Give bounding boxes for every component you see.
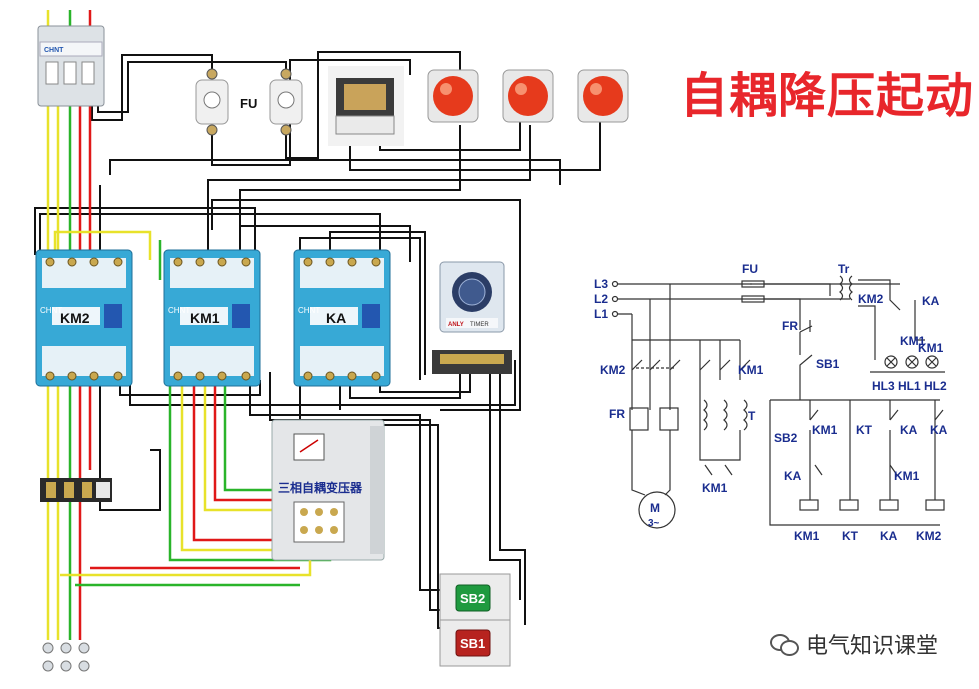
breaker-brand: CHNT <box>44 47 64 54</box>
thermal-overload-relay <box>40 478 112 502</box>
km1-hold-label: KM1 <box>812 423 838 437</box>
phase-label: L2 <box>594 292 608 306</box>
lamp-label: HL3 <box>872 379 895 393</box>
pushbutton-sb2: SB2 <box>439 573 511 625</box>
contactor-brand: CHNT <box>298 306 320 315</box>
fr-contact-label: FR <box>782 319 798 333</box>
button-label: SB1 <box>460 636 485 651</box>
ka-contact-label: KA <box>930 423 948 437</box>
ka-aux-label: KA <box>922 294 940 308</box>
coil-label: KT <box>842 529 859 543</box>
contactor-label: KM2 <box>60 310 90 326</box>
autotransformer-label: 三相自耦变压器 <box>278 480 363 495</box>
coil-label: KM1 <box>794 529 820 543</box>
watermark: 电气知识课堂 <box>770 628 938 660</box>
fr-label: FR <box>609 407 625 421</box>
motor-terminals <box>42 642 90 672</box>
contactor-brand: CHNT <box>40 306 62 315</box>
km2-main-label: KM2 <box>600 363 626 377</box>
fu-label: FU <box>240 96 257 111</box>
km1-main-label: KM1 <box>738 363 764 377</box>
km1-aux-label: KM1 <box>900 334 926 348</box>
watermark-text: 电气知识课堂 <box>806 634 939 659</box>
phase-label: L3 <box>594 277 608 291</box>
contactor-km1: CHNT KM1 <box>163 249 261 387</box>
timer-text: TIMER <box>470 322 489 328</box>
coil-label: KM2 <box>916 529 942 543</box>
contactor-brand: CHNT <box>168 306 190 315</box>
terminal-screws <box>45 257 381 381</box>
motor-sub-label: 3~ <box>648 518 660 529</box>
ka-contact-label: KA <box>900 423 918 437</box>
motor-label: M <box>650 501 660 515</box>
sb1-label: SB1 <box>816 357 840 371</box>
km2-aux-label: KM2 <box>858 292 884 306</box>
indicator-lamp <box>427 69 479 123</box>
contactor-km2: CHNT KM2 <box>35 249 133 387</box>
indicator-lamp <box>502 69 554 123</box>
sb2-label: SB2 <box>774 431 798 445</box>
t-label: T <box>748 409 756 423</box>
fu-schematic-label: FU <box>742 262 758 276</box>
lamp-label: HL2 <box>924 379 947 393</box>
lamp-label: HL1 <box>898 379 921 393</box>
page-title: 自耦降压起动 <box>680 68 975 124</box>
tr-label: Tr <box>838 262 850 276</box>
phase-label: L1 <box>594 307 608 321</box>
km1-aux-label: KM1 <box>918 341 944 355</box>
autotransformer: 三相自耦变压器 <box>271 419 385 561</box>
timer-brand: ANLY <box>448 322 464 328</box>
ka-interlock-label: KA <box>784 469 802 483</box>
button-label: SB2 <box>460 591 485 606</box>
contactor-ka: CHNT KA <box>293 249 391 387</box>
indicator-lamp <box>577 69 629 123</box>
wechat-icon <box>770 632 800 656</box>
fuse-left <box>195 68 229 136</box>
kt-contact-label: KT <box>856 423 873 437</box>
contactor-label: KM1 <box>190 310 220 326</box>
schematic-labels: L3 L2 L1 FU Tr KM2 KA KM1 KM1 FR SB1 SB2… <box>594 262 948 543</box>
coil-label: KA <box>880 529 898 543</box>
schematic <box>611 275 945 529</box>
black-wires <box>34 51 601 629</box>
control-transformer <box>328 66 404 146</box>
fuse-right <box>269 68 303 136</box>
contactor-label: KA <box>326 310 346 326</box>
pushbutton-sb1: SB1 <box>439 619 511 667</box>
km1-star-label: KM1 <box>702 481 728 495</box>
timer-relay: ANLY TIMER <box>439 261 505 333</box>
timer-socket <box>432 350 512 374</box>
circuit-breaker: CHNT <box>37 25 105 107</box>
km1-interlock-label: KM1 <box>894 469 920 483</box>
